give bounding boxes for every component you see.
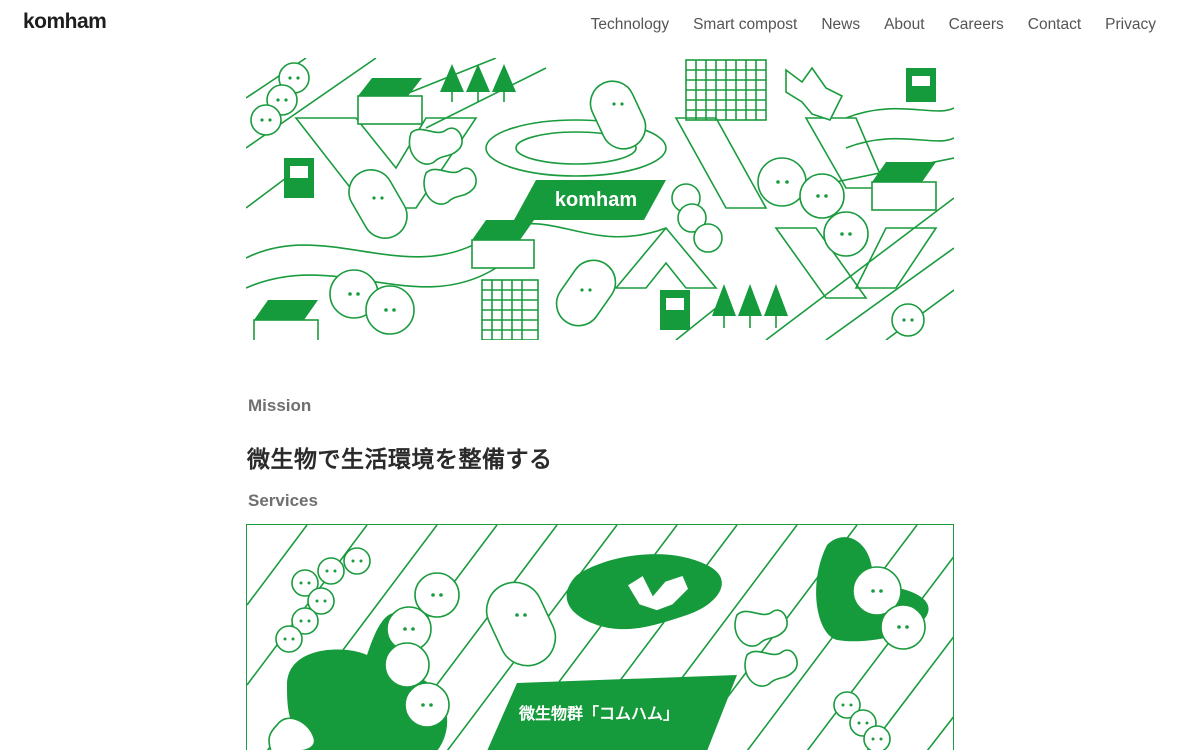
nav-about[interactable]: About <box>884 16 925 33</box>
nav-careers[interactable]: Careers <box>948 16 1004 33</box>
nav-news[interactable]: News <box>821 16 861 33</box>
nav-privacy[interactable]: Privacy <box>1105 16 1156 33</box>
mission-label: Mission <box>248 396 312 415</box>
services-label: Services <box>248 491 318 510</box>
nav-technology[interactable]: Technology <box>590 16 670 33</box>
mission-statement: 微生物で生活環境を整備する <box>247 446 553 472</box>
nav-contact[interactable]: Contact <box>1027 16 1082 33</box>
main-nav: Technology Smart compost News About Care… <box>591 16 1156 34</box>
nav-smart-compost[interactable]: Smart compost <box>693 16 798 33</box>
services-badge-text: 微生物群「コムハム」 <box>518 704 679 723</box>
services-illustration: 微生物群「コムハム」 <box>246 524 954 750</box>
hero-badge-text: komham <box>555 189 637 211</box>
site-header: komham Technology Smart compost News Abo… <box>0 0 1200 52</box>
logo-link[interactable]: komham <box>23 10 107 33</box>
hero-illustration: komham <box>246 58 954 340</box>
